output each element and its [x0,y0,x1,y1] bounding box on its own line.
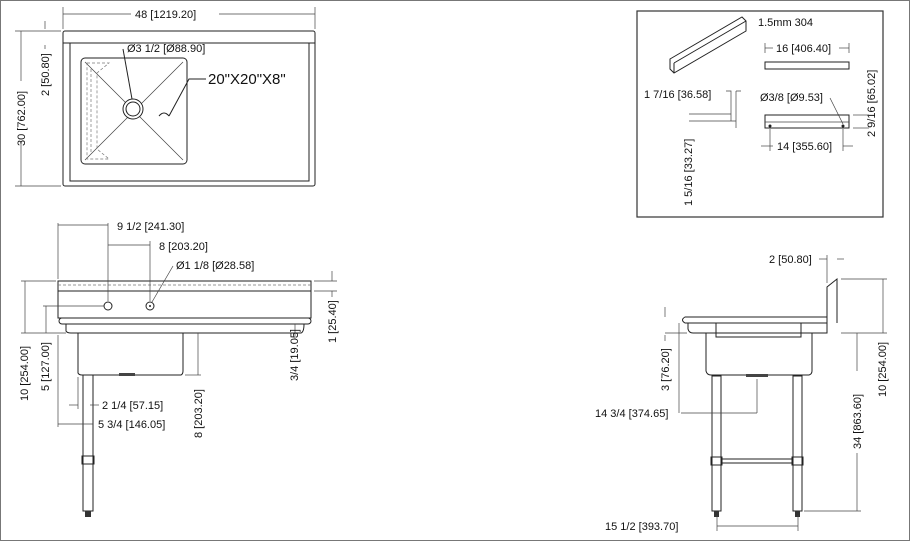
flange-height-label: 1 5/16 [33.27] [683,139,695,206]
backsplash-dim-label: 2 [50.80] [40,53,52,96]
drain-dim-label: Ø3 1/2 [Ø88.90] [127,43,205,55]
backsplash-front [57,280,312,319]
hole-height-label: 5 [127.00] [40,342,52,391]
front-view: 9 1/2 [241.30] 8 [203.20] Ø1 1/8 [Ø28.58… [19,221,339,517]
leg-bushing [791,456,804,466]
faucet-hole-label: Ø1 1/8 [Ø28.58] [176,260,254,272]
leg-bushing [81,455,95,465]
bracket-side [715,322,802,338]
faucet-hole-icon [145,301,155,311]
faucet-hole-icon [103,301,113,311]
rim [58,317,312,325]
leader-line [122,48,133,100]
backsplash-side [826,277,838,323]
hole-dim-label: Ø3/8 [Ø9.53] [760,92,823,104]
countertop-side [682,316,828,324]
top-band-label: 1 [25.40] [327,300,339,343]
faucet-spacing-label: 8 [203.20] [159,241,208,253]
splash-offset-label: 2 [50.80] [769,254,812,266]
leader-line [158,78,206,117]
crossbar [721,458,793,464]
work-height-label: 34 [863.60] [852,394,864,449]
bracket-front-view [764,114,850,129]
bowl-depth-label: 8 [203.20] [193,389,205,438]
bracket-top-view [764,61,850,70]
apron-side [687,323,828,334]
bowl-front [77,333,184,376]
bowl-outline [80,57,188,165]
material-label: 1.5mm 304 [758,17,813,29]
width-dim-label: 48 [1219.20] [135,9,196,21]
inner-deck [69,42,310,182]
faucet-offset-label: 9 1/2 [241.30] [117,221,184,233]
depth-dim-label: 30 [762.00] [16,91,28,146]
sink-outline [62,30,316,187]
drain-inner [125,101,141,117]
leg-bushing [710,456,723,466]
angle-bracket-icon [669,16,747,74]
apron-height-label: 3 [76.20] [660,348,672,391]
height-dim-label: 2 9/16 [65.02] [866,70,878,137]
bowl-side [705,333,813,376]
leg [792,375,803,512]
hole-spacing-label: 14 [355.60] [777,141,832,153]
inset-frame [636,10,884,218]
flange-width-label: 1 7/16 [36.58] [644,89,711,101]
leg [711,375,722,512]
side-view: 2 [50.80] 10 [254.00] 34 [863.60] 3 [76.… [595,254,889,533]
splash-height-label: 10 [254.00] [877,342,889,397]
length-dim-label: 16 [406.40] [776,43,831,55]
drain-position-label: 14 3/4 [374.65] [595,408,668,420]
detail-inset: 1.5mm 304 16 [406.40] 2 9/16 [65.02] 1 7… [636,10,884,218]
top-view: Ø3 1/2 [Ø88.90] 20"X20"X8" 48 [1219.20] … [15,7,316,187]
leg-spacing-label: 15 1/2 [393.70] [605,521,678,533]
leg [82,374,94,512]
apron [65,323,305,334]
bowl-offset-label: 2 1/4 [57.15] [102,400,163,412]
leg-offset-label: 5 3/4 [146.05] [98,419,165,431]
backsplash-height-label: 10 [254.00] [19,346,31,401]
bracket-hidden-lines [86,62,110,160]
rim-height-label: 3/4 [19.05] [289,329,301,381]
bowl-size-label: 20"X20"X8" [208,71,286,88]
